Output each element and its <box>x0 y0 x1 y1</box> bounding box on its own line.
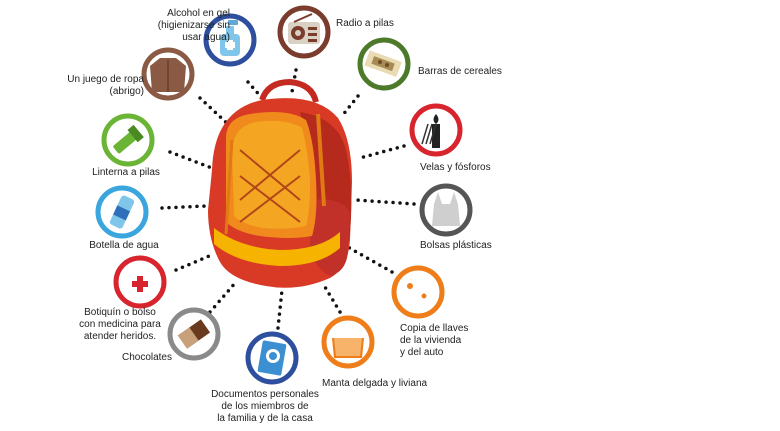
blanket-icon <box>321 315 375 369</box>
jacket-icon <box>141 47 195 101</box>
label-keys: Copia de llaves de la vivienda y del aut… <box>400 323 469 358</box>
label-radio: Radio a pilas <box>336 18 394 29</box>
water-bottle-icon <box>95 185 149 239</box>
connector-candles <box>358 144 406 160</box>
label-candles: Velas y fósforos <box>420 162 491 173</box>
backpack-icon <box>208 78 352 288</box>
label-water: Botella de agua <box>89 240 159 251</box>
radio-icon <box>277 5 331 59</box>
chocolate-icon <box>167 307 221 361</box>
connector-first-aid <box>174 252 216 272</box>
connector-keys <box>344 244 394 274</box>
flashlight-icon <box>101 113 155 167</box>
label-documents: Documentos personales de los miembros de… <box>211 389 319 424</box>
first-aid-kit-icon <box>113 255 167 309</box>
connector-clothes <box>198 96 232 128</box>
cereal-bar-icon <box>357 37 411 91</box>
connector-documents <box>276 288 284 330</box>
label-flashlight: Linterna a pilas <box>92 167 160 178</box>
item-icons <box>95 5 473 385</box>
label-chocolates: Chocolates <box>121 352 172 363</box>
label-clothes: Un juego de ropa (abrigo) <box>67 74 144 97</box>
connector-water <box>160 204 208 210</box>
connector-cereal-bars <box>340 94 360 118</box>
connector-blanket <box>320 280 342 314</box>
connector-alcohol-gel <box>246 80 264 100</box>
label-alcohol-gel: Alcohol en gel (higienizarse sin usar ag… <box>157 8 230 43</box>
label-bags: Bolsas plásticas <box>420 240 492 251</box>
connector-flashlight <box>168 150 214 170</box>
plastic-bag-icon <box>419 183 473 237</box>
connector-bags <box>354 198 416 206</box>
connector-dots <box>160 68 416 330</box>
candle-matches-icon <box>409 103 463 157</box>
label-cereal-bars: Barras de cereales <box>418 66 502 77</box>
label-blanket: Manta delgada y liviana <box>322 378 428 389</box>
keys-icon <box>391 265 445 319</box>
passport-icon <box>245 331 299 385</box>
connector-chocolates <box>208 280 238 314</box>
hand-sanitizer-icon <box>203 13 257 67</box>
label-first-aid: Botiquín o bolso con medicina para atend… <box>79 307 161 342</box>
